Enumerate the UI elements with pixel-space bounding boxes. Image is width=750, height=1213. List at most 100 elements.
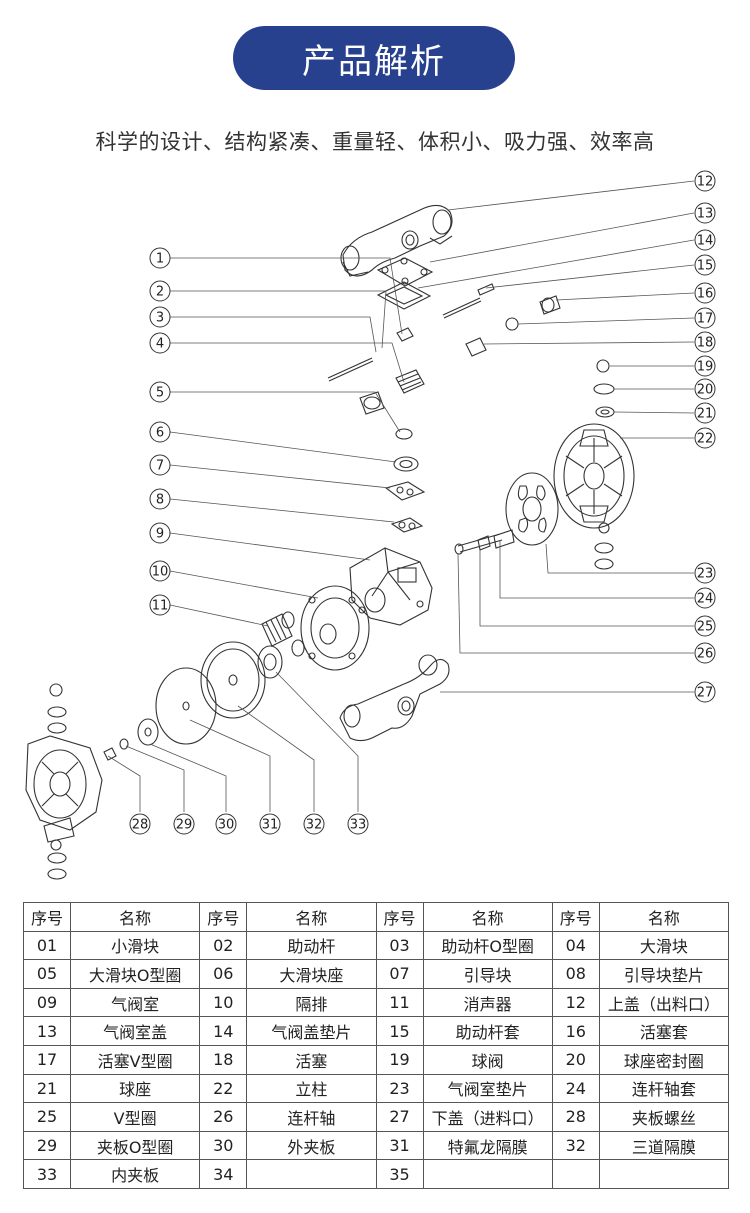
part-name-cell: 助动杆套 [422,1016,553,1046]
part-name-cell: 大滑块 [598,930,730,961]
part-name-cell: 大滑块座 [246,959,377,989]
part-number-cell: 03 [375,930,424,961]
assist-rod [442,297,482,319]
part-name-cell: 引导块 [422,959,553,989]
callout-number: 14 [697,234,714,249]
subtitle: 科学的设计、结构紧凑、重量轻、体积小、吸力强、效率高 [95,130,655,154]
col-header: 序号 [23,902,71,932]
part-name-cell: 助动杆O型圈 [422,930,553,961]
muffler [261,611,295,647]
callout-11: 11 [149,594,171,616]
part-number-cell: 24 [551,1073,600,1104]
part-name-cell: 外夹板 [246,1130,377,1161]
col-header: 序号 [551,902,600,932]
part-number-cell: 34 [199,1159,248,1189]
part-number-cell: 05 [23,959,71,989]
table-header-row: 序号 名称 序号 名称 序号 名称 序号 名称 [23,902,730,932]
callout-15: 15 [694,254,716,276]
part-number-cell: 18 [199,1044,248,1075]
part-number-cell: 21 [23,1073,71,1104]
part-name-cell: 球座密封圈 [598,1044,730,1075]
exploded-view-diagram: 1234567891011121314151617181920212223242… [25,170,716,880]
callout-number: 33 [350,818,367,833]
callout-number: 20 [697,383,714,398]
callout-number: 25 [697,620,714,635]
part-number-cell: 32 [551,1130,600,1161]
piston [465,337,487,357]
callout-7: 7 [149,454,171,476]
callout-number: 22 [697,432,714,447]
seat-seal-top [593,383,615,395]
callout-number: 9 [156,527,164,542]
part-number-cell: 27 [375,1102,424,1132]
piston-v-ring [505,317,519,331]
part-number-cell [551,1159,600,1189]
part-name-cell: 夹板O型圈 [69,1130,201,1161]
callout-number: 31 [262,818,279,833]
part-name-cell: 气阀室盖 [69,1016,201,1046]
part-number-cell: 26 [199,1102,248,1132]
part-number-cell: 08 [551,959,600,989]
cover-gasket [376,281,432,310]
big-slider [395,369,425,394]
part-number-cell: 29 [23,1130,71,1161]
part-name-cell: 立柱 [246,1073,377,1104]
part-name-cell: 活塞套 [598,1016,730,1046]
callout-29: 29 [173,813,195,835]
part-number-cell: 09 [23,987,71,1018]
part-name-cell [598,1159,730,1189]
callout-number: 2 [156,285,164,300]
callout-number: 17 [697,312,714,327]
callout-21: 21 [694,402,716,424]
ball-valve-top [596,359,610,373]
callout-number: 29 [176,818,193,833]
part-name-cell: 气阀室 [69,987,201,1018]
callout-number: 19 [697,360,714,375]
callout-9: 9 [149,522,171,544]
right-chamber [553,423,635,529]
callout-6: 6 [149,421,171,443]
callout-number: 7 [156,459,164,474]
col-header: 名称 [598,902,730,932]
inner-plate [257,645,283,679]
part-number-cell: 17 [23,1044,71,1075]
callout-number: 8 [156,493,164,508]
col-header: 序号 [199,902,248,932]
part-name-cell: 助动杆 [246,930,377,961]
callout-22: 22 [694,427,716,449]
valve-chamber-cover [376,257,434,287]
callout-number: 21 [697,407,714,422]
callout-30: 30 [215,813,237,835]
ptfe-diaphragm [155,667,217,745]
part-name-cell: 球座 [69,1073,201,1104]
spacer-plate [300,585,370,671]
col-header: 名称 [246,902,377,932]
callout-2: 2 [149,280,171,302]
upper-manifold [340,204,453,277]
part-name-cell: 引导块垫片 [598,959,730,989]
valve-chamber-housing [349,547,433,626]
o-ring-5 [395,428,413,440]
callout-number: 23 [697,567,714,582]
part-number-cell: 16 [551,1016,600,1046]
col-header: 名称 [422,902,553,932]
part-number-cell: 30 [199,1130,248,1161]
part-name-cell [246,1159,377,1189]
callout-20: 20 [694,378,716,400]
triple-diaphragm [200,641,266,719]
part-number-cell: 14 [199,1016,248,1046]
callout-3: 3 [149,306,171,328]
part-number-cell: 10 [199,987,248,1018]
guide-gasket [390,517,424,533]
callout-number: 6 [156,426,164,441]
part-name-cell: 气阀室垫片 [422,1073,553,1104]
callout-17: 17 [694,307,716,329]
callout-10: 10 [149,560,171,582]
callout-number: 24 [697,592,714,607]
guide-block [384,481,426,501]
callout-number: 11 [152,599,169,614]
callout-14: 14 [694,229,716,251]
